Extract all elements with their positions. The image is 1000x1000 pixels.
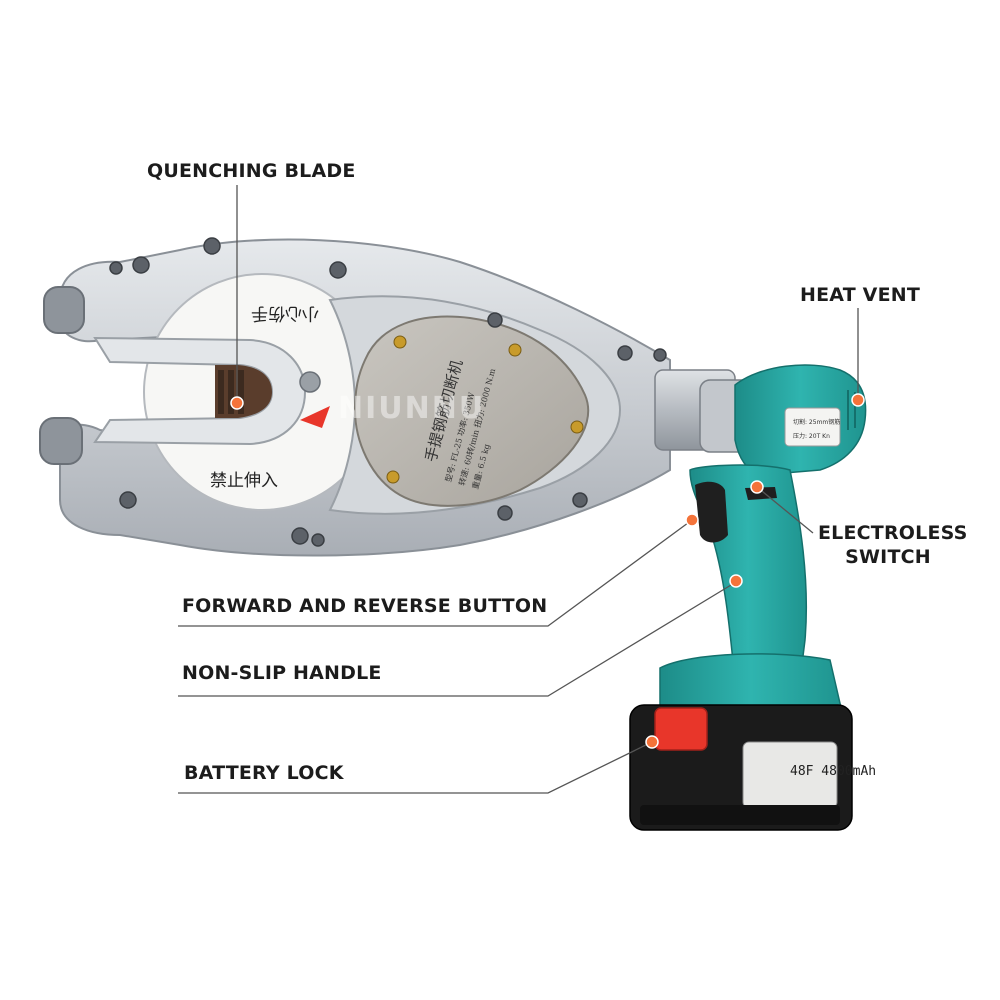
warning-text-top: 小心伤手 bbox=[251, 303, 319, 323]
battery-label: 48F 4800mAh bbox=[790, 764, 876, 779]
label-quenching-blade: QUENCHING BLADE bbox=[147, 160, 356, 182]
battery-pack bbox=[629, 653, 853, 831]
battery-lock-tab bbox=[654, 707, 708, 751]
label-electroless-switch-line2: SWITCH bbox=[845, 546, 931, 568]
label-heat-vent: HEAT VENT bbox=[800, 284, 921, 306]
label-forward-reverse-button: FORWARD AND REVERSE BUTTON bbox=[182, 595, 548, 617]
leader-lines bbox=[178, 185, 859, 794]
sticker-line-2: 压力: 20T Kn bbox=[793, 432, 830, 440]
label-non-slip-handle: NON-SLIP HANDLE bbox=[182, 662, 382, 684]
cutter-head bbox=[39, 237, 671, 557]
spec-sticker bbox=[784, 407, 841, 447]
label-electroless-switch-line1: ELECTROLESS bbox=[818, 522, 968, 544]
spec-nameplate bbox=[353, 315, 590, 507]
callout-dots bbox=[230, 393, 865, 749]
motor-housing bbox=[734, 364, 867, 476]
sticker-line-1: 切割: 25mm钢筋 bbox=[793, 418, 840, 426]
label-battery-lock: BATTERY LOCK bbox=[184, 762, 344, 784]
watermark: NIUNNU bbox=[338, 391, 485, 426]
warning-text-bottom: 禁止伸入 bbox=[210, 471, 278, 491]
label-electroless-switch: ELECTROLESS SWITCH bbox=[818, 521, 968, 569]
